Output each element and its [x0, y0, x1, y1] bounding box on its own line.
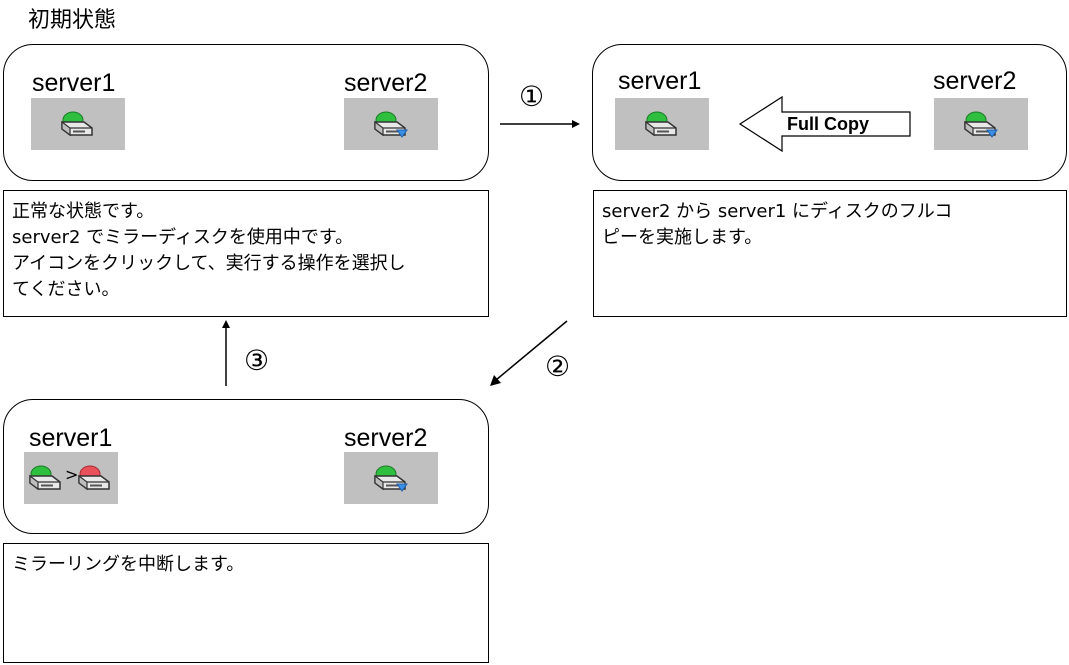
server1-icon-button[interactable]	[31, 98, 125, 150]
server-online-icon	[58, 111, 98, 140]
step3-label: ③	[244, 344, 270, 377]
server-suspended-icon	[75, 465, 115, 494]
server-active-icon	[371, 465, 408, 492]
panel-initial-state: server1 server2	[3, 44, 489, 181]
server1-icon-button[interactable]: >	[24, 452, 118, 504]
arrow-step2	[490, 320, 568, 386]
server1-label: server1	[29, 424, 113, 452]
server2-label: server2	[933, 67, 1017, 95]
server2-icon-button[interactable]	[934, 98, 1028, 150]
panel-full-copy: server1 Full Copy server2	[592, 44, 1067, 181]
description-initial: 正常な状態です。 server2 でミラーディスクを使用中です。 アイコンをクリ…	[3, 190, 489, 317]
server1-label: server1	[618, 67, 702, 95]
server2-label: server2	[344, 424, 428, 452]
description-full-copy: server2 から server1 にディスクのフルコ ピーを実施します。	[593, 190, 1067, 317]
server1-icon-button[interactable]	[615, 98, 709, 150]
server2-icon-button[interactable]	[344, 98, 438, 150]
arrow-step1	[500, 120, 580, 128]
step2-label: ②	[545, 350, 571, 383]
arrow-step3	[222, 320, 230, 386]
description-suspended: ミラーリングを中断します。	[3, 543, 489, 663]
panel-suspended: server1 > server2	[3, 399, 489, 534]
server-online-icon	[642, 111, 682, 140]
server-active-icon	[371, 111, 408, 138]
full-copy-arrow-icon	[738, 95, 911, 153]
full-copy-label: Full Copy	[787, 114, 869, 134]
server2-label: server2	[344, 69, 428, 97]
server1-label: server1	[32, 69, 116, 97]
page-title: 初期状態	[28, 8, 117, 33]
server-online-icon	[26, 465, 66, 494]
transition-chevron-icon: >	[65, 465, 79, 484]
server2-icon-button[interactable]	[344, 452, 438, 504]
step1-label: ①	[519, 80, 545, 113]
server-active-icon	[961, 111, 998, 138]
